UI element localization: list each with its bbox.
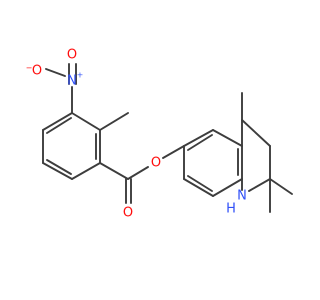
- nitro-oxygen-charge: −: [26, 64, 33, 73]
- atom-labels: O − N + O O O N H: [26, 48, 247, 221]
- nitro-double-oxygen-label: O: [67, 48, 77, 63]
- ester-oxygen-label: O: [151, 156, 161, 171]
- amine-hydrogen-label: H: [226, 202, 236, 217]
- bond: [71, 112, 101, 131]
- bond: [46, 159, 72, 175]
- bond: [99, 162, 129, 180]
- bond: [99, 112, 129, 131]
- bond: [212, 178, 243, 197]
- bond: [187, 175, 213, 192]
- bond: [42, 112, 73, 131]
- bond: [187, 134, 213, 151]
- bond: [183, 178, 214, 197]
- bond: [162, 145, 185, 159]
- bond: [212, 129, 243, 147]
- bonds: [42, 63, 293, 213]
- bond: [183, 129, 214, 147]
- nitro-nitrogen-label: N: [67, 74, 77, 89]
- carbonyl-oxygen-label: O: [123, 206, 133, 221]
- bond: [248, 178, 271, 192]
- bond: [42, 162, 73, 180]
- bond: [269, 178, 293, 195]
- bond: [46, 117, 72, 134]
- amine-nitrogen-label: N: [237, 189, 247, 204]
- bond: [71, 162, 101, 180]
- bond: [241, 119, 271, 147]
- bond: [45, 68, 66, 77]
- nitro-nitrogen-charge: +: [77, 71, 84, 80]
- nitro-oxygen-label: O: [32, 64, 42, 79]
- molecule-structure-diagram: O − N + O O O N H: [26, 48, 293, 221]
- bond: [127, 166, 149, 180]
